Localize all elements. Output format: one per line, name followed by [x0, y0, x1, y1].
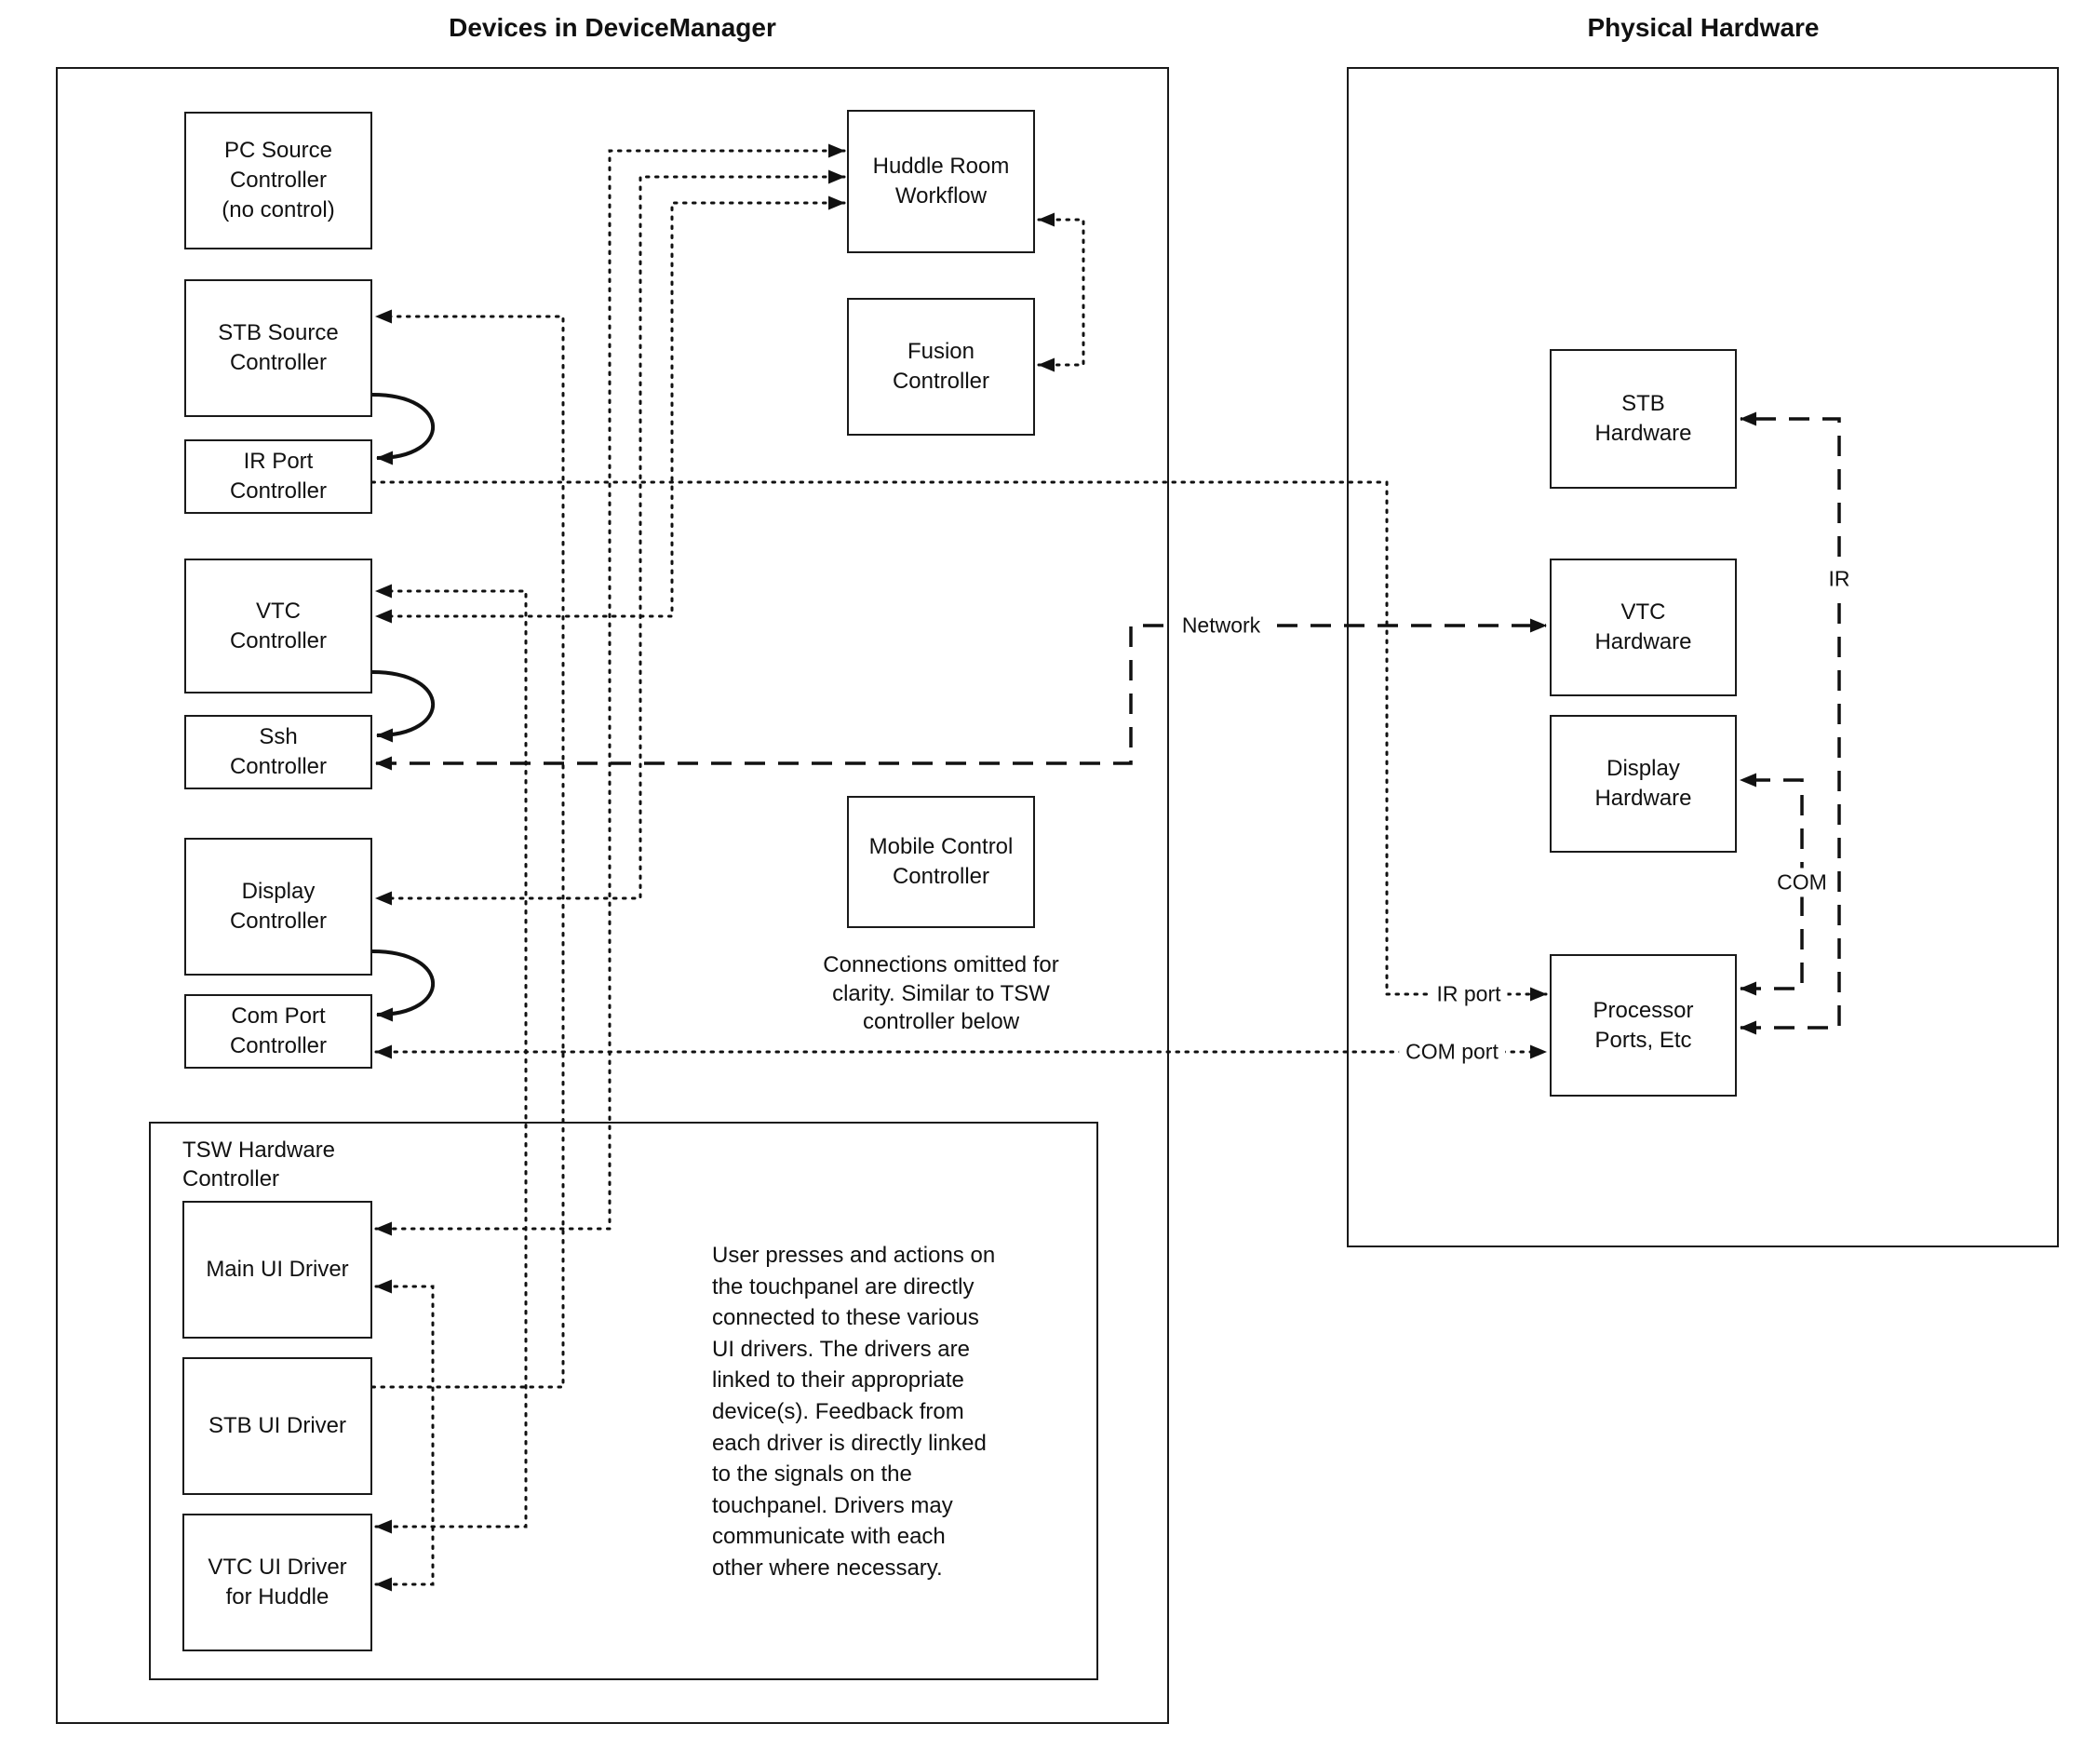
physical-hardware-title: Physical Hardware — [1587, 13, 1820, 42]
wire-display-to-com-port — [371, 949, 436, 1022]
box-display-controller: Display Controller — [184, 838, 372, 976]
ir-line-label: IR — [1821, 564, 1857, 594]
com-port-line-label: COM port — [1399, 1037, 1505, 1067]
wire-vtc-to-ssh — [371, 670, 436, 743]
wire-workflow-to-display-controller — [374, 169, 846, 906]
wire-workflow-to-vtc-controller — [374, 195, 846, 624]
box-stb-hardware: STB Hardware — [1550, 349, 1737, 489]
mobile-control-note: Connections omitted for clarity. Similar… — [823, 952, 1059, 1035]
wire-network-ssh-to-vtc-hardware — [375, 618, 1547, 771]
network-line-label: Network — [1175, 611, 1268, 640]
wire-workflow-to-fusion-controller — [1037, 212, 1085, 372]
box-vtc-hardware: VTC Hardware — [1550, 559, 1737, 696]
box-vtc-ui-driver: VTC UI Driver for Huddle — [182, 1514, 372, 1651]
device-manager-container — [56, 67, 1169, 1724]
box-huddle-room-workflow: Huddle Room Workflow — [847, 110, 1035, 253]
box-com-port-controller: Com Port Controller — [184, 994, 372, 1069]
box-stb-ui-driver: STB UI Driver — [182, 1357, 372, 1495]
wire-stb-ui-driver-to-stb-source-controller — [370, 309, 565, 1389]
box-ir-port-controller: IR Port Controller — [184, 439, 372, 514]
wire-workflow-to-main-ui-driver — [374, 143, 846, 1236]
box-fusion-controller: Fusion Controller — [847, 298, 1035, 436]
wire-driver-interlink-bus — [374, 1279, 435, 1592]
box-processor-ports: Processor Ports, Etc — [1550, 954, 1737, 1097]
tsw-container-label: TSW Hardware Controller — [182, 1138, 336, 1192]
tsw-description-note: User presses and actions on the touchpan… — [712, 1243, 996, 1581]
com-line-label: COM — [1770, 868, 1834, 897]
device-manager-title: Devices in DeviceManager — [449, 13, 776, 42]
box-mobile-control-controller: Mobile Control Controller — [847, 796, 1035, 928]
ir-port-line-label: IR port — [1430, 979, 1508, 1009]
box-ssh-controller: Ssh Controller — [184, 715, 372, 789]
wire-stb-source-to-ir-port — [371, 393, 436, 465]
box-stb-source-controller: STB Source Controller — [184, 279, 372, 417]
box-pc-source-controller: PC Source Controller (no control) — [184, 112, 372, 249]
wire-ir-processor-to-stb-hardware — [1740, 411, 1841, 1035]
wire-vtc-ui-driver-to-vtc-controller — [374, 584, 528, 1534]
box-display-hardware: Display Hardware — [1550, 715, 1737, 853]
box-main-ui-driver: Main UI Driver — [182, 1201, 372, 1339]
box-vtc-controller: VTC Controller — [184, 559, 372, 693]
